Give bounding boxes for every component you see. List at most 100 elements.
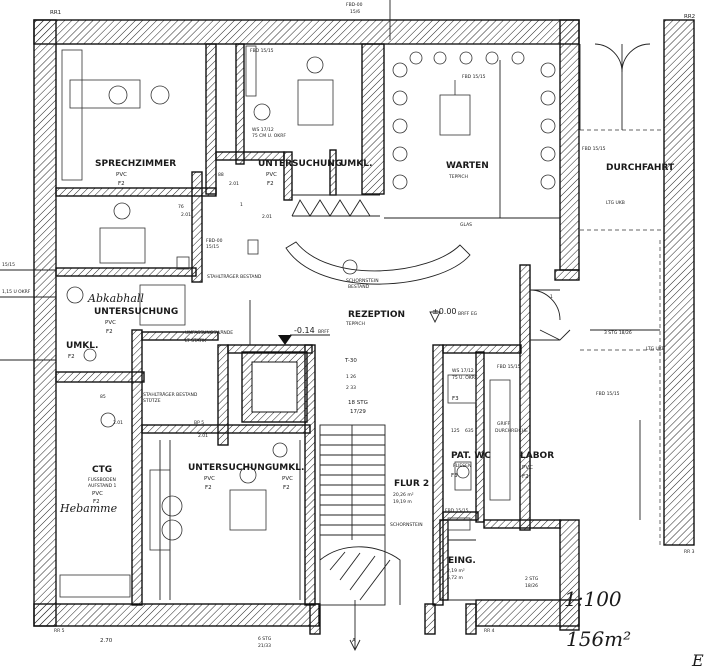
svg-text:WS 17/12: WS 17/12: [252, 127, 274, 133]
svg-text:LTG UKB: LTG UKB: [606, 200, 625, 206]
svg-text:2.70: 2.70: [100, 638, 113, 644]
svg-text:PVC: PVC: [522, 465, 533, 471]
handwriting-ctg: Hebamme: [59, 502, 118, 515]
svg-text:6,72 m: 6,72 m: [447, 575, 463, 581]
svg-text:LT STATIK: LT STATIK: [185, 338, 207, 344]
svg-text:PVC: PVC: [266, 172, 277, 178]
svg-text:15/6: 15/6: [350, 9, 360, 15]
svg-text:BRFF EG: BRFF EG: [458, 311, 478, 317]
svg-text:PVC: PVC: [204, 476, 215, 482]
svg-text:F2: F2: [68, 354, 75, 360]
svg-text:17/29: 17/29: [350, 409, 366, 415]
svg-text:F2: F2: [522, 474, 529, 480]
columns: [241, 351, 308, 423]
svg-text:2.01: 2.01: [262, 214, 272, 220]
scale-note: 1:100: [564, 587, 622, 611]
svg-text:1: 1: [550, 294, 553, 300]
waiting-chairs: [392, 51, 556, 190]
svg-text:RR 3: RR 3: [684, 549, 695, 555]
svg-text:GLAS: GLAS: [460, 222, 472, 228]
svg-text:2 STG: 2 STG: [525, 576, 539, 582]
svg-text:BP 5: BP 5: [194, 420, 204, 426]
room-eing: EING.: [448, 556, 476, 566]
room-rezeption: REZEPTION: [348, 310, 405, 320]
svg-text:PVC: PVC: [105, 320, 116, 326]
room-pat-wc: PAT. WC: [451, 451, 491, 461]
svg-text:FLIESEN: FLIESEN: [453, 463, 471, 469]
svg-text:F3: F3: [451, 473, 458, 479]
furniture: [59, 45, 511, 598]
svg-text:76: 76: [178, 204, 184, 210]
svg-text:GRIFF: GRIFF: [497, 421, 511, 427]
room-untersuchung-top: UNTERSUCHUNG: [258, 159, 342, 169]
svg-text:SCHORNSTEIN: SCHORNSTEIN: [390, 522, 423, 528]
svg-text:PVC: PVC: [282, 476, 293, 482]
level-rezeption: ±0.00: [432, 307, 457, 316]
svg-text:F2: F2: [106, 329, 113, 335]
level-top-left: -0.14: [294, 326, 315, 335]
svg-text:3 STG 18/26: 3 STG 18/26: [604, 330, 632, 336]
svg-text:1,15 U OKRF: 1,15 U OKRF: [2, 289, 31, 295]
svg-text:2,19 m²: 2,19 m²: [447, 568, 465, 574]
svg-text:2.01: 2.01: [198, 433, 208, 439]
room-umkl-left: UMKL.: [66, 341, 98, 351]
svg-text:1: 1: [240, 202, 243, 208]
room-flur: FLUR 2: [394, 479, 429, 489]
svg-text:RR 4: RR 4: [484, 628, 495, 634]
svg-text:15/15: 15/15: [2, 262, 15, 268]
room-ctg: CTG: [92, 465, 112, 475]
svg-text:TEPPICH: TEPPICH: [345, 321, 365, 327]
room-warten: WARTEN: [446, 161, 489, 171]
svg-text:FBD-00: FBD-00: [206, 238, 223, 244]
svg-text:F2: F2: [118, 181, 125, 187]
svg-text:21/33: 21/33: [258, 643, 271, 649]
svg-text:UMFASSUNGSWÄNDE: UMFASSUNGSWÄNDE: [185, 329, 233, 336]
svg-text:2.01: 2.01: [113, 420, 123, 426]
svg-text:DURCHREICHE: DURCHREICHE: [495, 428, 528, 434]
svg-text:125: 125: [451, 428, 460, 434]
svg-text:PVC: PVC: [92, 491, 103, 497]
svg-text:F2: F2: [283, 485, 290, 491]
interior-walls: [55, 43, 561, 606]
svg-text:STAHLTRÄGER BESTAND: STAHLTRÄGER BESTAND: [207, 273, 262, 280]
outer-walls: [33, 19, 695, 635]
svg-text:18/26: 18/26: [525, 583, 538, 589]
svg-text:STAHLTRÄGER BESTAND: STAHLTRÄGER BESTAND: [143, 391, 198, 398]
svg-text:TEPPICH: TEPPICH: [448, 174, 468, 180]
svg-text:FBD 15/15: FBD 15/15: [582, 146, 606, 152]
room-umkl-bottom: UMKL.: [272, 463, 304, 473]
area-note: 156m²: [566, 627, 631, 651]
svg-text:FBD 15/15: FBD 15/15: [250, 48, 274, 54]
detail-lines: [0, 0, 664, 601]
svg-text:FUSSBODEN: FUSSBODEN: [88, 477, 116, 483]
svg-text:A: A: [352, 638, 356, 644]
svg-text:BRFF: BRFF: [318, 329, 330, 335]
svg-text:RR 5: RR 5: [54, 628, 65, 634]
svg-text:635: 635: [465, 428, 474, 434]
svg-text:75 U. OKRF: 75 U. OKRF: [452, 375, 478, 381]
room-labor: LABOR: [520, 451, 554, 461]
stair-labels: 18 STG 17/29 T-30 1 26 2 33 ±0.00 BRFF E…: [294, 307, 478, 415]
svg-text:PVC: PVC: [116, 172, 127, 178]
svg-text:2.01: 2.01: [229, 181, 239, 187]
svg-text:AUFSTAND 1: AUFSTAND 1: [88, 483, 116, 489]
room-labels: SPRECHZIMMER PVC F2 UNTERSUCHUNG PVC F2 …: [66, 159, 675, 581]
svg-text:20,26 m²: 20,26 m²: [393, 492, 414, 498]
svg-text:19,19 m: 19,19 m: [393, 499, 412, 505]
room-untersuchung-left: UNTERSUCHUNG: [94, 307, 178, 317]
svg-text:6 STG: 6 STG: [258, 636, 272, 642]
svg-text:F3: F3: [452, 396, 459, 402]
level-marker-triangle: [278, 335, 292, 345]
svg-text:LTG UKB: LTG UKB: [646, 346, 665, 352]
svg-text:RR1: RR1: [50, 10, 61, 16]
svg-text:15/15: 15/15: [206, 244, 219, 250]
svg-text:1 26: 1 26: [346, 374, 356, 380]
svg-text:STÜTZE: STÜTZE: [143, 397, 161, 404]
annotations: RR1 RR2 RR 3 RR 4 RR 5 FBD-00 15/6 WS 17…: [2, 2, 695, 649]
svg-text:FBD 15/15: FBD 15/15: [462, 74, 486, 80]
svg-text:FBD-00: FBD-00: [346, 2, 363, 8]
margin-mark: E: [691, 651, 704, 670]
reception-counter: [285, 241, 471, 285]
svg-text:88: 88: [218, 172, 224, 178]
